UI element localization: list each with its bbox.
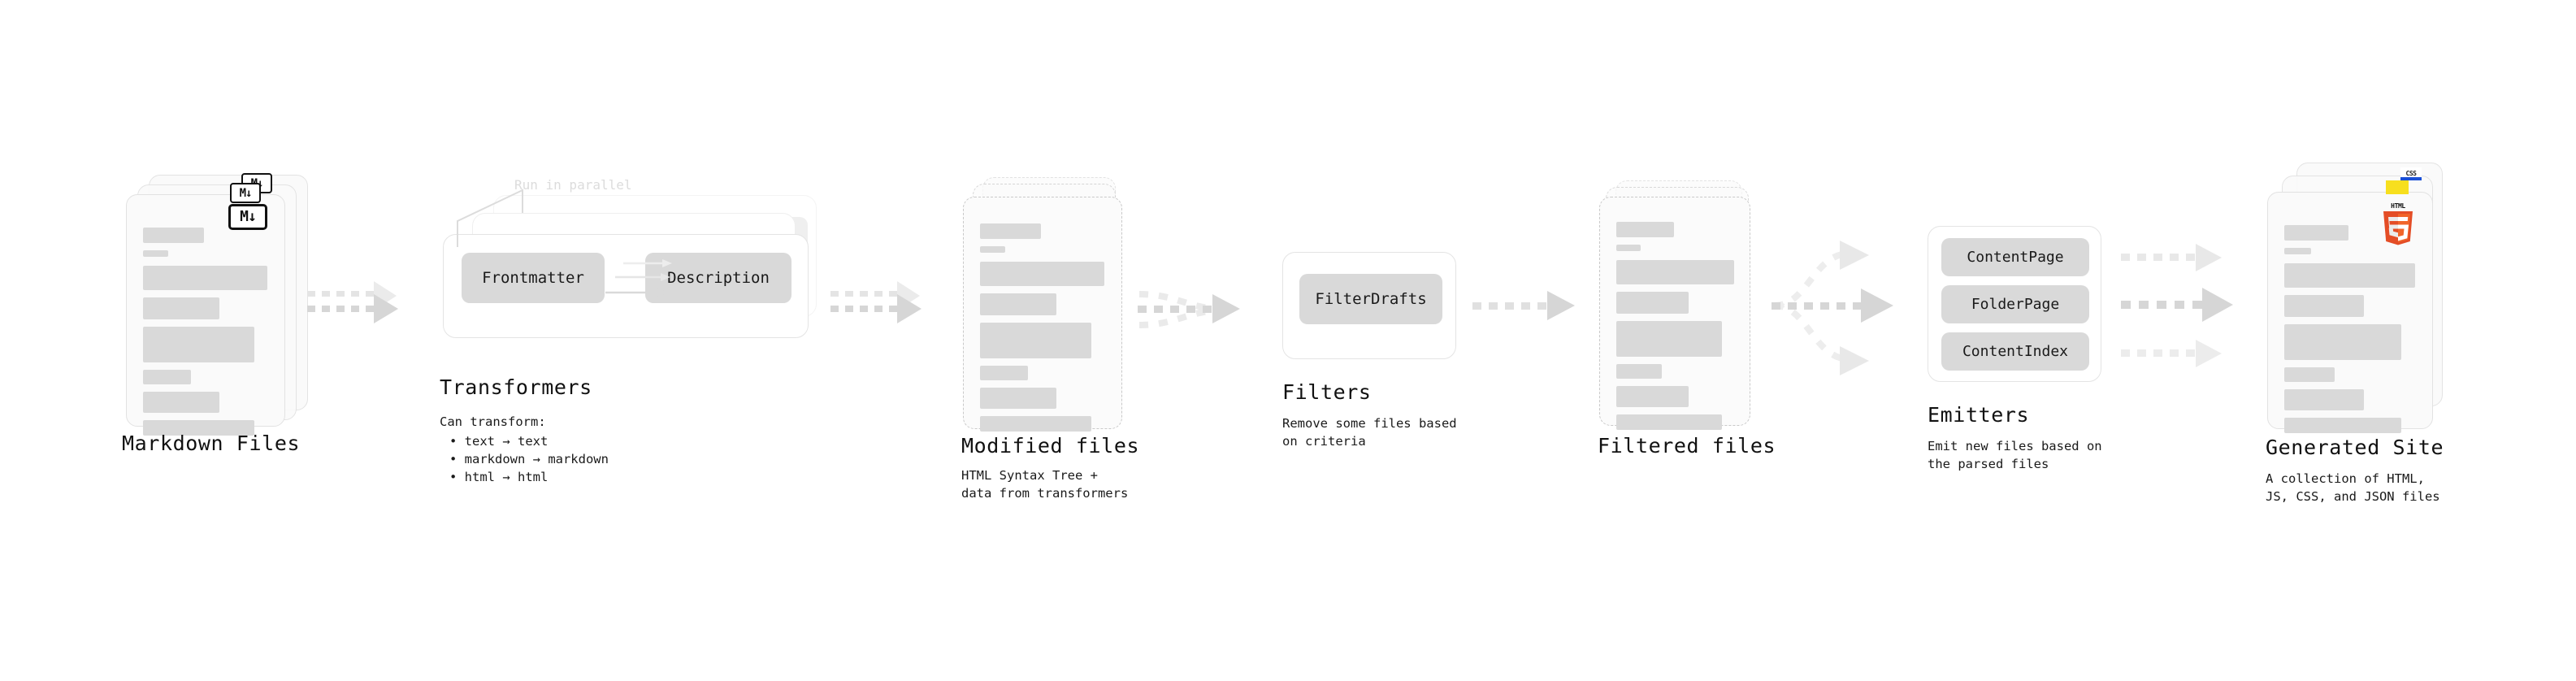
stage-title-generated-site: Generated Site	[2266, 436, 2444, 459]
generated-site-subtitle: A collection of HTML, JS, CSS, and JSON …	[2266, 471, 2440, 504]
filtered-card-stack	[1599, 180, 1778, 430]
emitter-chip-contentindex[interactable]: ContentIndex	[1941, 332, 2089, 371]
transformers-panel-stack: x x x x Frontmatter Description	[443, 189, 825, 366]
stage-title-filtered-files: Filtered files	[1598, 434, 1776, 458]
stage-filtered-files: Filtered files	[1598, 180, 1778, 458]
filtered-card-front	[1599, 197, 1750, 430]
transform-item-text: • text → text	[449, 434, 549, 449]
markdown-logo-icon: M↓	[228, 204, 267, 230]
run-in-parallel-leader-line	[457, 189, 523, 247]
stage-title-transformers: Transformers	[440, 375, 592, 399]
svg-text:HTML: HTML	[2391, 202, 2405, 210]
stage-title-modified-files: Modified files	[961, 434, 1140, 458]
js-logo-icon	[2386, 180, 2409, 194]
connector-modified-to-filters	[1138, 291, 1240, 328]
transformer-chip-description[interactable]: Description	[645, 253, 791, 303]
transformers-subtitle-list: • text → text • markdown → markdown • ht…	[449, 432, 609, 486]
connector-transformers-to-modified	[830, 281, 922, 323]
connector-filtered-to-emitters	[1772, 241, 1893, 375]
stage-transformers: x x x x Frontmatter Description	[440, 177, 825, 484]
stage-markdown-files: M↓ M↓ M↓ Markdown Files	[122, 173, 313, 455]
filters-subtitle: Remove some files based on criteria	[1282, 416, 1457, 449]
stage-title-filters: Filters	[1282, 380, 1372, 404]
emitters-subtitle: Emit new files based on the parsed files	[1928, 439, 2102, 471]
markdown-card-stack: M↓ M↓ M↓	[126, 173, 313, 436]
stage-emitters: ContentPage FolderPage ContentIndex Emit…	[1928, 226, 2102, 471]
emitter-chip-folderpage[interactable]: FolderPage	[1941, 285, 2089, 323]
transformers-subtitle-lead: Can transform:	[440, 414, 546, 429]
run-in-parallel-label: Run in parallel	[514, 177, 632, 193]
modified-card-front	[963, 197, 1122, 432]
filters-panel: FilterDrafts	[1282, 252, 1456, 359]
transform-item-html: • html → html	[449, 470, 549, 484]
stage-title-emitters: Emitters	[1928, 403, 2030, 427]
modified-files-subtitle: HTML Syntax Tree + data from transformer…	[961, 468, 1129, 501]
markdown-logo-icon-back-1: M↓	[230, 183, 261, 203]
stage-title-markdown-files: Markdown Files	[122, 432, 301, 455]
stage-generated-site: CSS HTML Generated Site A collection of …	[2266, 163, 2462, 504]
transform-item-markdown: • markdown → markdown	[449, 452, 609, 466]
transformer-chip-frontmatter[interactable]: Frontmatter	[462, 253, 605, 303]
stage-modified-files: Modified files HTML Syntax Tree + data f…	[961, 177, 1142, 501]
modified-card-stack	[963, 177, 1142, 432]
markdown-card-front	[126, 194, 285, 436]
filter-chip-filterdrafts[interactable]: FilterDrafts	[1299, 274, 1442, 324]
css-logo-icon: CSS	[2400, 167, 2422, 180]
stage-filters: FilterDrafts Filters Remove some files b…	[1282, 252, 1457, 449]
emitter-chip-contentpage[interactable]: ContentPage	[1941, 238, 2089, 276]
transformers-panel-front: Frontmatter Description	[443, 234, 809, 338]
html5-logo-icon: HTML	[2379, 200, 2417, 249]
site-card-stack: CSS HTML	[2267, 163, 2462, 433]
connector-filters-to-filtered	[1472, 291, 1575, 320]
connector-emitters-to-site	[2121, 244, 2233, 367]
emitters-panel: ContentPage FolderPage ContentIndex	[1928, 226, 2101, 382]
transformers-internal-arrows	[605, 259, 672, 297]
connector-markdown-to-transformers	[307, 281, 398, 323]
